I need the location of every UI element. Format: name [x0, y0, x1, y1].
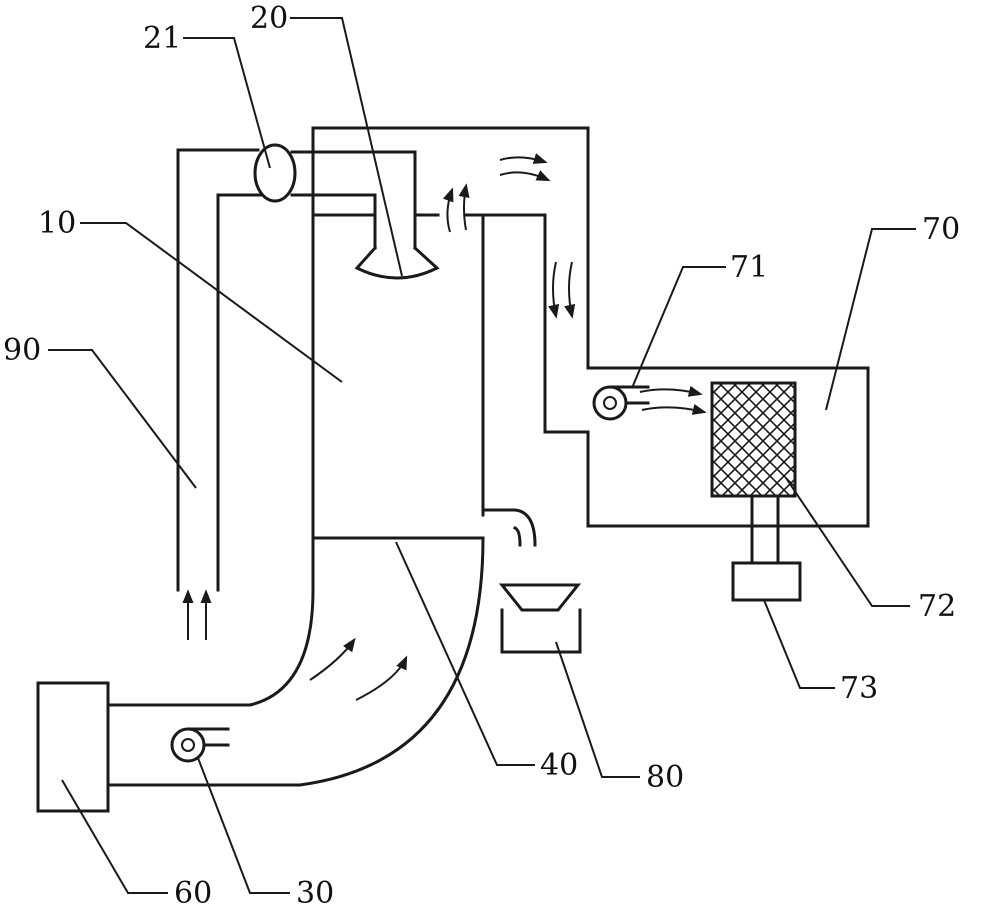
main-housing-10: [311, 126, 870, 538]
label-20: 20: [250, 1, 288, 36]
label-60: 60: [174, 876, 212, 911]
label-40: 40: [540, 748, 578, 783]
valve-21: [253, 143, 297, 203]
label-30: 30: [296, 876, 334, 911]
label-73: 73: [840, 671, 878, 706]
label-21: 21: [143, 21, 181, 56]
filter-72: [710, 381, 797, 498]
flow-arrows: [182, 153, 707, 701]
spout-inner: [513, 526, 522, 547]
nozzle-20: [354, 245, 440, 280]
collector-73: [731, 494, 802, 602]
valve-connector-pipe: [290, 150, 417, 250]
label-72: 72: [918, 589, 956, 624]
box-60: [36, 681, 110, 813]
label-90: 90: [3, 333, 41, 368]
fan-30: [170, 727, 230, 763]
drain-spout: [481, 508, 537, 547]
label-70: 70: [922, 212, 960, 247]
fan-71: [592, 385, 650, 421]
label-71: 71: [730, 250, 768, 285]
container-80: [498, 583, 582, 654]
label-10: 10: [38, 206, 76, 241]
intake-duct: [106, 536, 485, 787]
label-80: 80: [646, 760, 684, 795]
pipe-90: [176, 148, 264, 592]
leader-lines: [48, 17, 916, 894]
